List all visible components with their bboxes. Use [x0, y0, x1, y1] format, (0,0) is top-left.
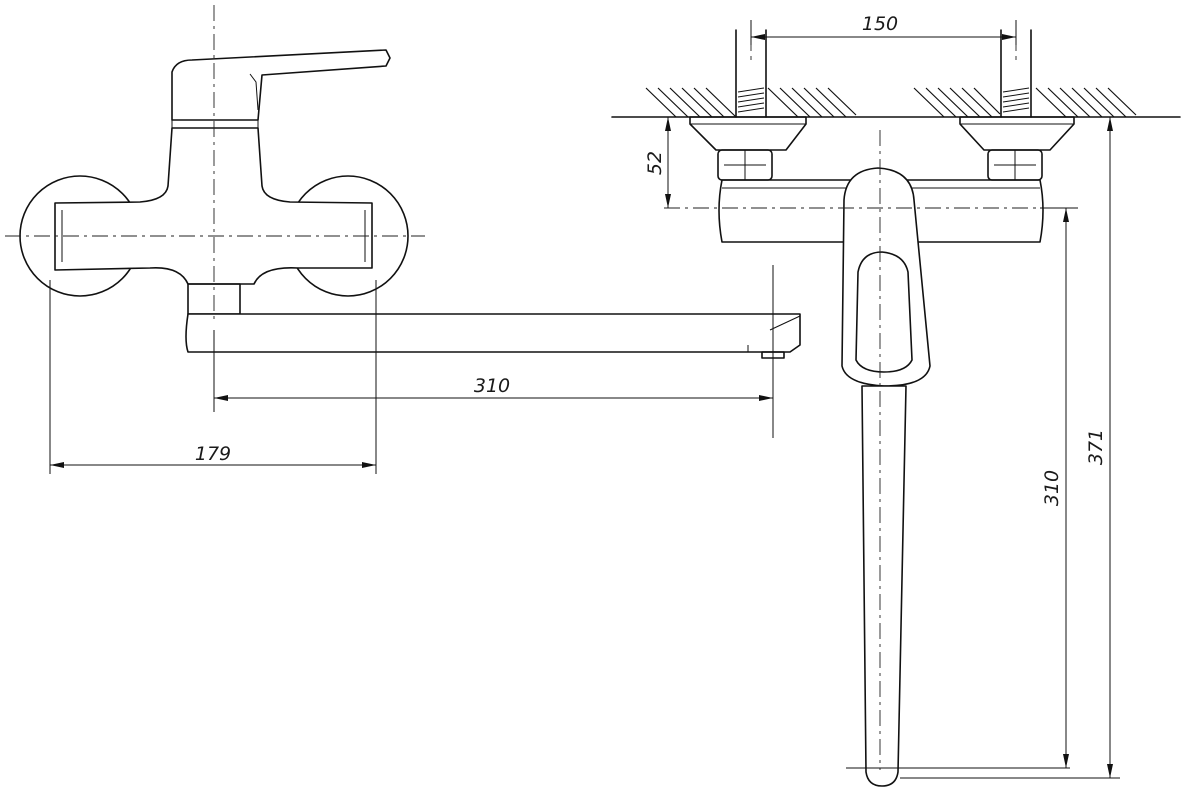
mixer-body-side — [718, 179, 1044, 243]
wall-hatching-right — [913, 87, 1137, 118]
left-escutcheon — [689, 116, 807, 151]
right-hex-nut — [987, 149, 1043, 181]
dim-spout-reach-front-label: 310 — [474, 375, 510, 397]
lever-side — [841, 167, 931, 387]
dim-body-width-label: 179 — [195, 443, 231, 465]
right-escutcheon — [959, 116, 1075, 151]
lever-grip-recess — [855, 251, 913, 373]
wall-hatching-left — [645, 87, 857, 118]
dim-inlet-spacing-label: 150 — [862, 13, 898, 35]
dim-spout-length-side-label: 310 — [1041, 470, 1063, 506]
front-view: 310 179 — [5, 5, 801, 474]
left-hex-nut — [717, 149, 773, 181]
mixer-body — [54, 127, 373, 285]
spout — [185, 313, 801, 353]
right-inlet-pipe — [1000, 29, 1032, 118]
lever-handle — [171, 49, 391, 121]
dim-overall-height-label: 371 — [1085, 429, 1107, 465]
left-inlet-pipe — [735, 29, 767, 118]
dim-inlet-depth-label: 52 — [644, 151, 666, 175]
side-view: 150 52 310 371 — [611, 13, 1181, 787]
spout-side — [861, 385, 907, 787]
